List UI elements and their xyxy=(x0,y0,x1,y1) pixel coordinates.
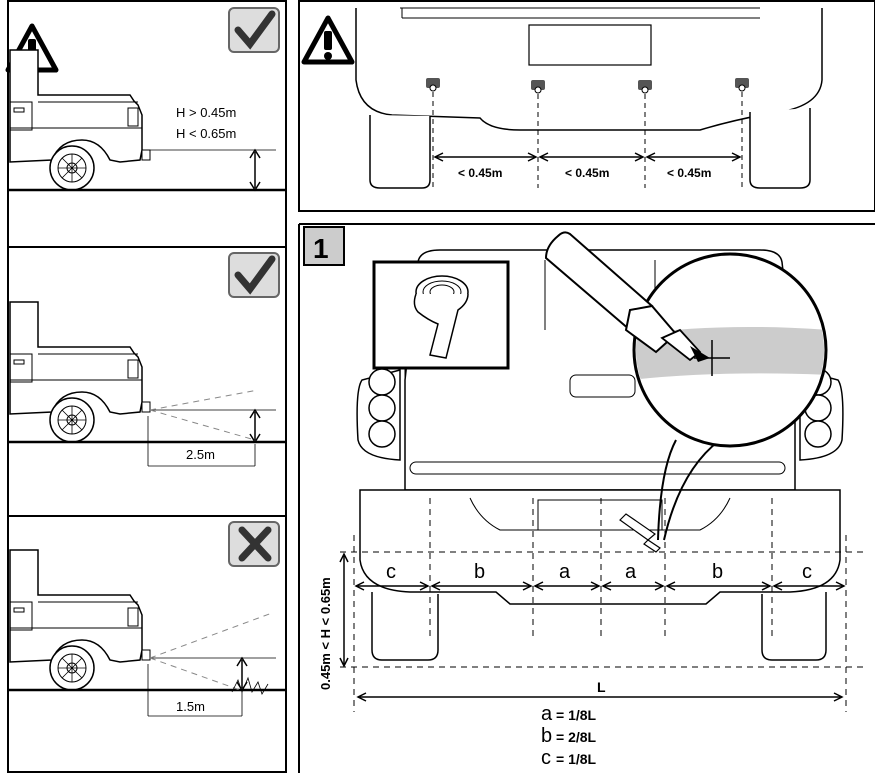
step-number-badge: 1 xyxy=(303,226,345,266)
segment-label: c xyxy=(386,561,396,583)
segment-label: c xyxy=(802,561,812,583)
tailgate-handle xyxy=(569,374,636,398)
checkmark-icon xyxy=(228,7,280,53)
truck-side-view xyxy=(9,49,151,191)
formula-var: a xyxy=(541,703,553,725)
formula-eq: = 1/8L xyxy=(556,751,597,767)
panel-distance-bad: 1.5m xyxy=(8,521,286,717)
right-wheel xyxy=(761,592,827,661)
right-wheel xyxy=(749,108,811,189)
formula-list: a = 1/8L b = 2/8L c = 1/8L xyxy=(541,703,597,769)
height-max-label: H < 0.65m xyxy=(176,126,236,141)
formula-var: b xyxy=(541,725,552,747)
grass-obstacle xyxy=(231,676,269,695)
width-label: L xyxy=(597,679,606,695)
panel-distance-ok: 2.5m xyxy=(8,252,286,467)
tape-roll-icon xyxy=(372,260,510,370)
spacing-label: < 0.45m xyxy=(667,166,711,180)
marker-pen-icon xyxy=(544,231,710,362)
magnifier-detail xyxy=(544,231,828,553)
distance-label: 1.5m xyxy=(176,699,205,714)
segment-label: b xyxy=(474,561,485,583)
left-wheel xyxy=(371,592,439,661)
small-marker-pen-icon xyxy=(619,513,661,553)
segment-label: a xyxy=(559,561,571,583)
truck-side-view xyxy=(9,549,151,691)
height-range-label: 0.45m < H < 0.65m xyxy=(318,577,333,690)
left-wheel xyxy=(369,115,431,189)
license-plate-area xyxy=(537,499,663,531)
panel-sensor-spacing: < 0.45m < 0.45m < 0.45m xyxy=(298,0,875,212)
formula-eq: = 1/8L xyxy=(556,707,597,723)
parking-sensor xyxy=(426,78,749,94)
segment-label: a xyxy=(625,561,637,583)
step-number: 1 xyxy=(313,233,329,264)
formula-var: c xyxy=(541,747,551,769)
rear-bumper xyxy=(359,489,841,605)
left-panel-frame xyxy=(7,0,287,773)
distance-label: 2.5m xyxy=(186,447,215,462)
license-plate-area xyxy=(528,24,652,66)
cross-icon xyxy=(228,521,280,567)
warning-icon xyxy=(304,18,352,62)
checkmark-icon xyxy=(228,252,280,298)
segment-label: b xyxy=(712,561,723,583)
spacing-label: < 0.45m xyxy=(565,166,609,180)
panel-height-ok: H > 0.45m H < 0.65m xyxy=(8,7,286,192)
truck-side-view xyxy=(9,301,151,443)
spacing-label: < 0.45m xyxy=(458,166,502,180)
formula-eq: = 2/8L xyxy=(556,729,597,745)
height-min-label: H > 0.45m xyxy=(176,105,236,120)
panel-step-1: 1 xyxy=(298,223,875,773)
